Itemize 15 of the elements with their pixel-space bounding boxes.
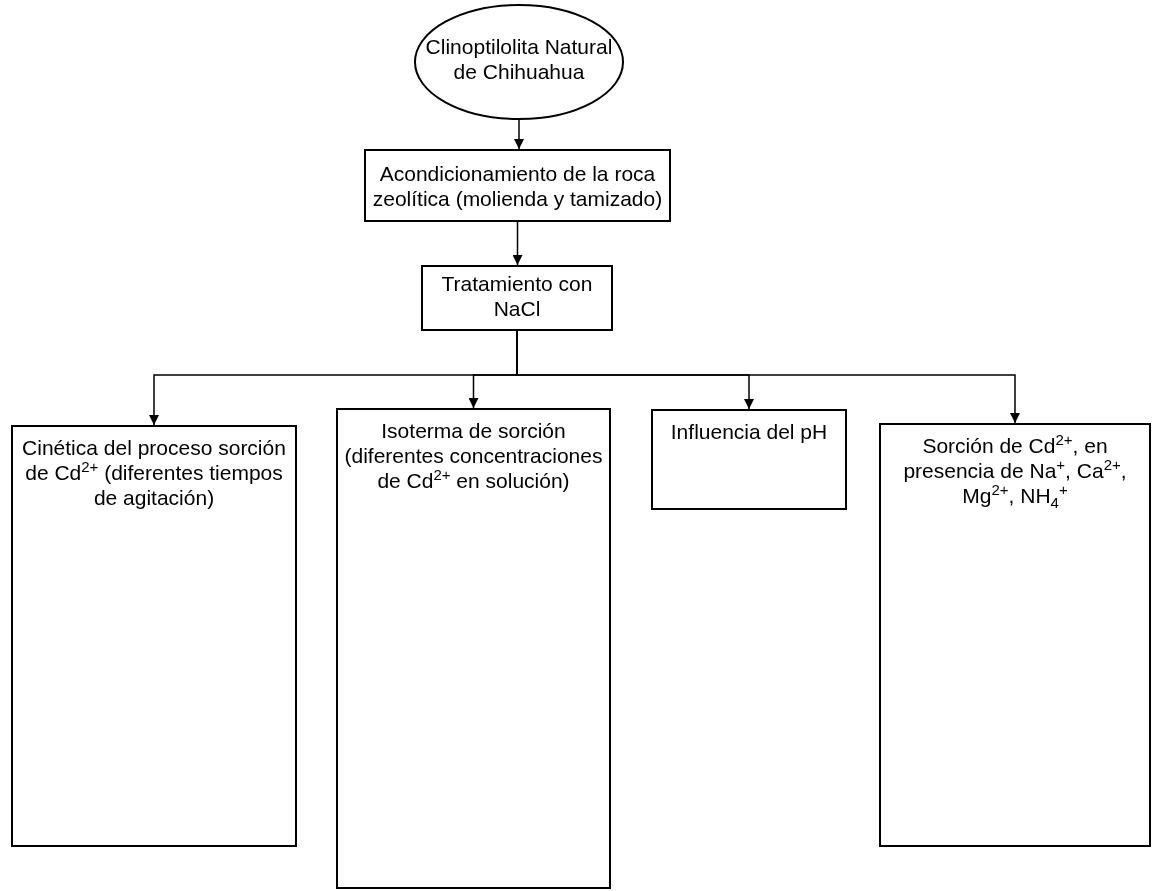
box-label: Cinética del proceso sorción de Cd$^{2+}$ (diferentes tiempos de agitación) [21, 435, 287, 510]
process-box [879, 423, 1151, 847]
process-box [364, 149, 671, 222]
arrow [512, 221, 523, 266]
box-label: Isoterma de sorción (diferentes concentraciones de Cd$^{2+}$ en solución) [343, 418, 604, 493]
arrow [514, 119, 524, 150]
process-box [651, 409, 847, 510]
process-box [336, 408, 611, 889]
box-label: Acondicionamiento de la roca zeolítica (molienda y tamizado) [371, 161, 664, 211]
box-label: Tratamiento con NaCl [440, 271, 594, 321]
process-box [11, 425, 297, 847]
start-ellipse [414, 4, 624, 120]
process-box [421, 265, 613, 331]
box-label: Influencia del pH [670, 419, 828, 444]
box-label: Clinoptilolita Natural de Chihuahua [424, 34, 614, 84]
